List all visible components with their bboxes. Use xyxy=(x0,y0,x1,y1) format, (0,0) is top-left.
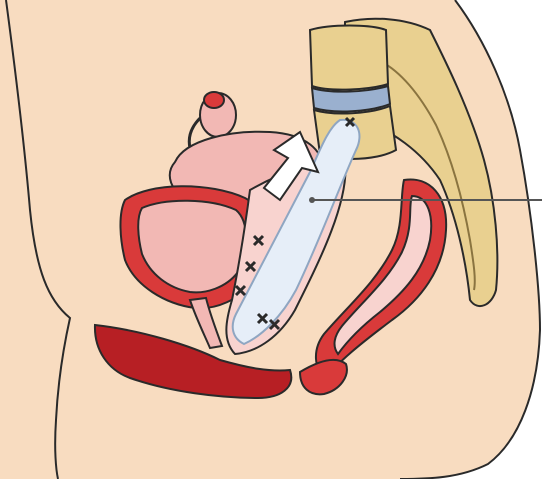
pointer-anchor xyxy=(309,197,315,203)
vertebral-body xyxy=(310,26,388,90)
fimbria xyxy=(204,92,224,108)
